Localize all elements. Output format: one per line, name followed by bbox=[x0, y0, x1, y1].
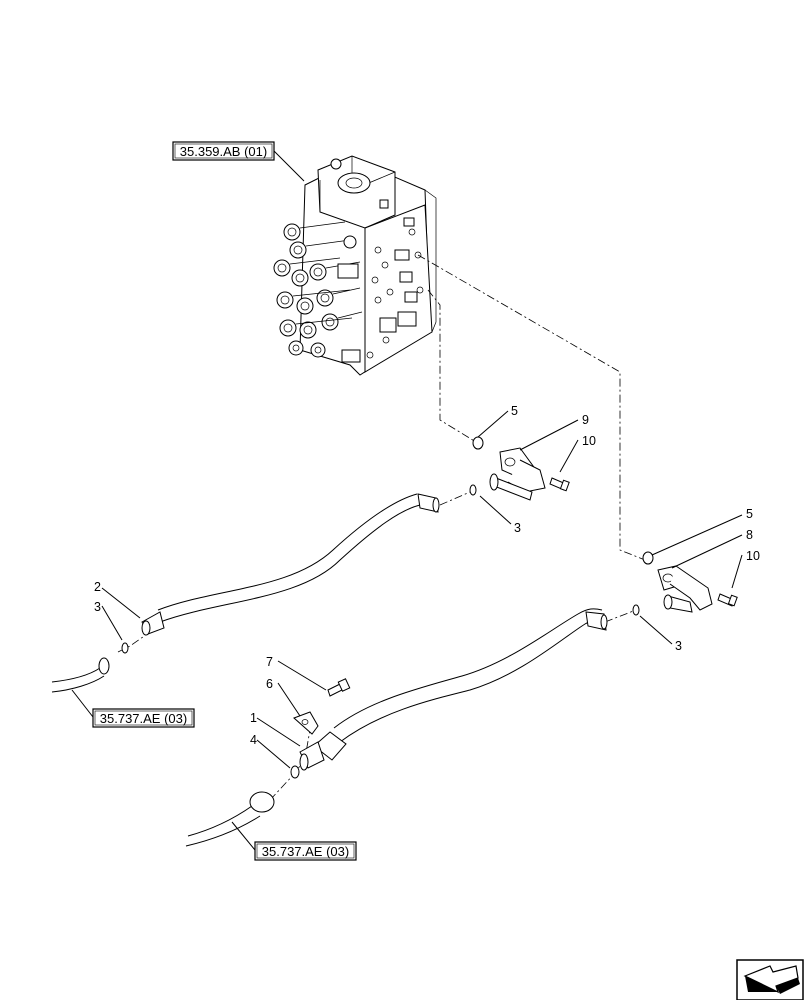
bolt-10-lower bbox=[717, 593, 738, 607]
flange-fitting-9 bbox=[489, 447, 546, 501]
oring-5-lower bbox=[642, 551, 654, 565]
stub-hose-lower bbox=[185, 791, 275, 847]
ref-label-hose-left: 35.737.AE (03) bbox=[92, 708, 195, 728]
previous-page-arrow-icon[interactable] bbox=[736, 959, 804, 1000]
spool-caps bbox=[273, 223, 339, 358]
callout-5-upper: 5 bbox=[511, 404, 518, 418]
ref-valve-text: 35.359.AB (01) bbox=[180, 144, 267, 159]
ref-hose-lower-text: 35.737.AE (03) bbox=[262, 844, 349, 859]
screw-7 bbox=[327, 678, 351, 697]
flange-fitting-8 bbox=[657, 565, 713, 613]
callout-10-lower: 10 bbox=[746, 549, 760, 563]
callout-7: 7 bbox=[266, 655, 273, 669]
hose-lower bbox=[299, 608, 608, 771]
oring-3-upper-right bbox=[469, 484, 477, 496]
clamp-6 bbox=[293, 711, 319, 735]
oring-3-lower-right bbox=[632, 604, 640, 616]
ref-label-valve: 35.359.AB (01) bbox=[172, 141, 275, 161]
callout-9: 9 bbox=[582, 413, 589, 427]
valve-face-ports bbox=[366, 199, 424, 359]
oring-3-left bbox=[121, 642, 129, 654]
callout-10-upper: 10 bbox=[582, 434, 596, 448]
hose-upper bbox=[141, 493, 440, 636]
control-valve-block bbox=[273, 155, 437, 376]
callout-3-upper: 3 bbox=[514, 521, 521, 535]
callout-5-lower: 5 bbox=[746, 507, 753, 521]
callout-6: 6 bbox=[266, 677, 273, 691]
oring-5-upper bbox=[472, 436, 484, 450]
ref-hose-left-text: 35.737.AE (03) bbox=[100, 711, 187, 726]
leader-lines bbox=[71, 150, 743, 851]
callout-8: 8 bbox=[746, 528, 753, 542]
oring-4 bbox=[290, 765, 300, 779]
callout-4: 4 bbox=[250, 733, 257, 747]
stub-hose-left bbox=[51, 657, 110, 693]
callout-3-lower: 3 bbox=[675, 639, 682, 653]
bolt-10-upper bbox=[549, 477, 570, 492]
callout-1: 1 bbox=[250, 711, 257, 725]
callout-numbers: 5 9 10 3 5 8 10 3 2 3 7 6 1 4 bbox=[94, 404, 760, 747]
callout-3-left: 3 bbox=[94, 600, 101, 614]
ref-label-hose-lower: 35.737.AE (03) bbox=[254, 841, 357, 861]
callout-2: 2 bbox=[94, 580, 101, 594]
